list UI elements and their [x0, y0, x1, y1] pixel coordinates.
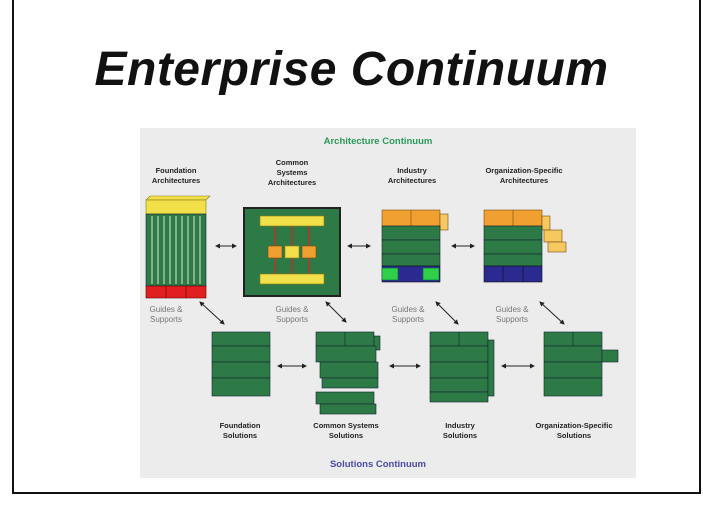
solutions-continuum-label: Solutions Continuum [330, 459, 426, 470]
common-systems-solutions-block [315, 331, 381, 415]
sol-label-org-2: Solutions [557, 431, 591, 440]
industry-architecture-block [381, 209, 449, 283]
guides-supports-industry: Guides & Supports [392, 301, 459, 325]
architecture-continuum-label: Architecture Continuum [324, 136, 433, 147]
slide-title: Enterprise Continuum [94, 43, 609, 96]
guides-label-3a: Guides & [392, 305, 426, 314]
guides-label-2a: Guides & [276, 305, 310, 314]
arch-label-foundation-2: Architectures [152, 176, 200, 185]
slide-frame [12, 0, 701, 494]
arch-label-foundation-1: Foundation [156, 166, 197, 175]
guides-label-3b: Supports [392, 315, 424, 324]
arch-label-industry-2: Architectures [388, 176, 436, 185]
arch-label-industry-1: Industry [397, 166, 427, 175]
common-systems-architecture-block [243, 207, 341, 297]
arch-label-common-2: Systems [277, 168, 308, 177]
sol-label-industry-1: Industry [445, 421, 475, 430]
foundation-architecture-block [145, 195, 211, 299]
guides-label-1a: Guides & [150, 305, 184, 314]
industry-solutions-block [429, 331, 495, 403]
arch-label-org-1: Organization-Specific [485, 166, 562, 175]
sol-label-industry-2: Solutions [443, 431, 477, 440]
guides-supports-foundation: Guides & Supports [150, 301, 225, 325]
sol-label-foundation-2: Solutions [223, 431, 257, 440]
guides-label-4b: Supports [496, 315, 528, 324]
foundation-solutions-block [211, 331, 271, 397]
guides-label-2b: Supports [276, 315, 308, 324]
sol-label-foundation-1: Foundation [220, 421, 261, 430]
arch-label-common-3: Architectures [268, 178, 316, 187]
org-specific-solutions-block [543, 331, 619, 397]
arch-label-common-1: Common [276, 158, 309, 167]
guides-supports-org: Guides & Supports [496, 301, 565, 325]
sol-label-org-1: Organization-Specific [535, 421, 612, 430]
sol-label-common-1: Common Systems [313, 421, 378, 430]
enterprise-continuum-diagram: Architecture Continuum Solutions Continu… [140, 128, 636, 478]
guides-label-1b: Supports [150, 315, 182, 324]
guides-label-4a: Guides & [496, 305, 530, 314]
org-specific-architecture-block [483, 209, 567, 283]
arch-label-org-2: Architectures [500, 176, 548, 185]
sol-label-common-2: Solutions [329, 431, 363, 440]
guides-supports-common: Guides & Supports [276, 301, 347, 324]
